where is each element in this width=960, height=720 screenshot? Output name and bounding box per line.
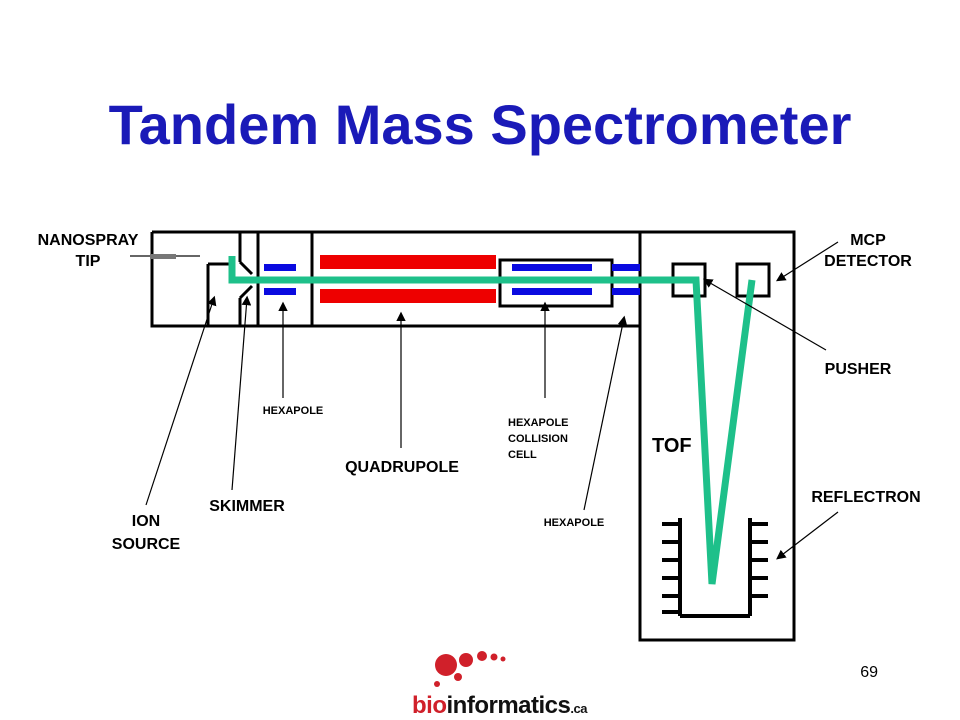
hexapole-collision-label-line2: COLLISION [508,433,568,445]
leader-lines [145,241,839,560]
ion-source-label-line2: SOURCE [112,536,181,553]
mcp-label-line1: MCP [850,232,886,249]
nanospray-label-line2: TIP [76,253,101,270]
hexapole-rods-left [264,264,296,295]
ion-source-label-line1: ION [132,513,160,530]
logo-dots-icon [434,651,506,687]
nanospray-tip [130,254,200,259]
logo-text: bioinformatics.ca [412,692,588,719]
logo-text-ca: .ca [570,701,588,716]
reflectron-label: REFLECTRON [811,489,920,506]
nanospray-label-line1: NANOSPRAY [38,232,139,249]
bioinformatics-logo: bioinformatics.ca [412,651,589,719]
pusher-label: PUSHER [825,361,892,378]
hexapole-left-label: HEXAPOLE [263,405,324,417]
page-title: Tandem Mass Spectrometer [108,93,852,156]
hexapole-right-label: HEXAPOLE [544,517,605,529]
ion-beam [228,256,756,585]
tof-label: TOF [652,435,692,457]
hexapole-rods-right [612,264,640,295]
skimmer-label: SKIMMER [209,498,285,515]
hexapole-collision-label-line3: CELL [508,449,537,461]
quadrupole-label: QUADRUPOLE [345,459,459,476]
hexapole-collision-label-line1: HEXAPOLE [508,417,569,429]
quadrupole-rods [320,255,496,303]
collision-cell-rods [512,264,592,295]
mcp-label-line2: DETECTOR [824,253,912,270]
page-number: 69 [860,664,878,681]
reflectron [662,518,768,618]
logo-text-informatics: informatics [447,692,571,719]
logo-text-bio: bio [412,692,447,719]
